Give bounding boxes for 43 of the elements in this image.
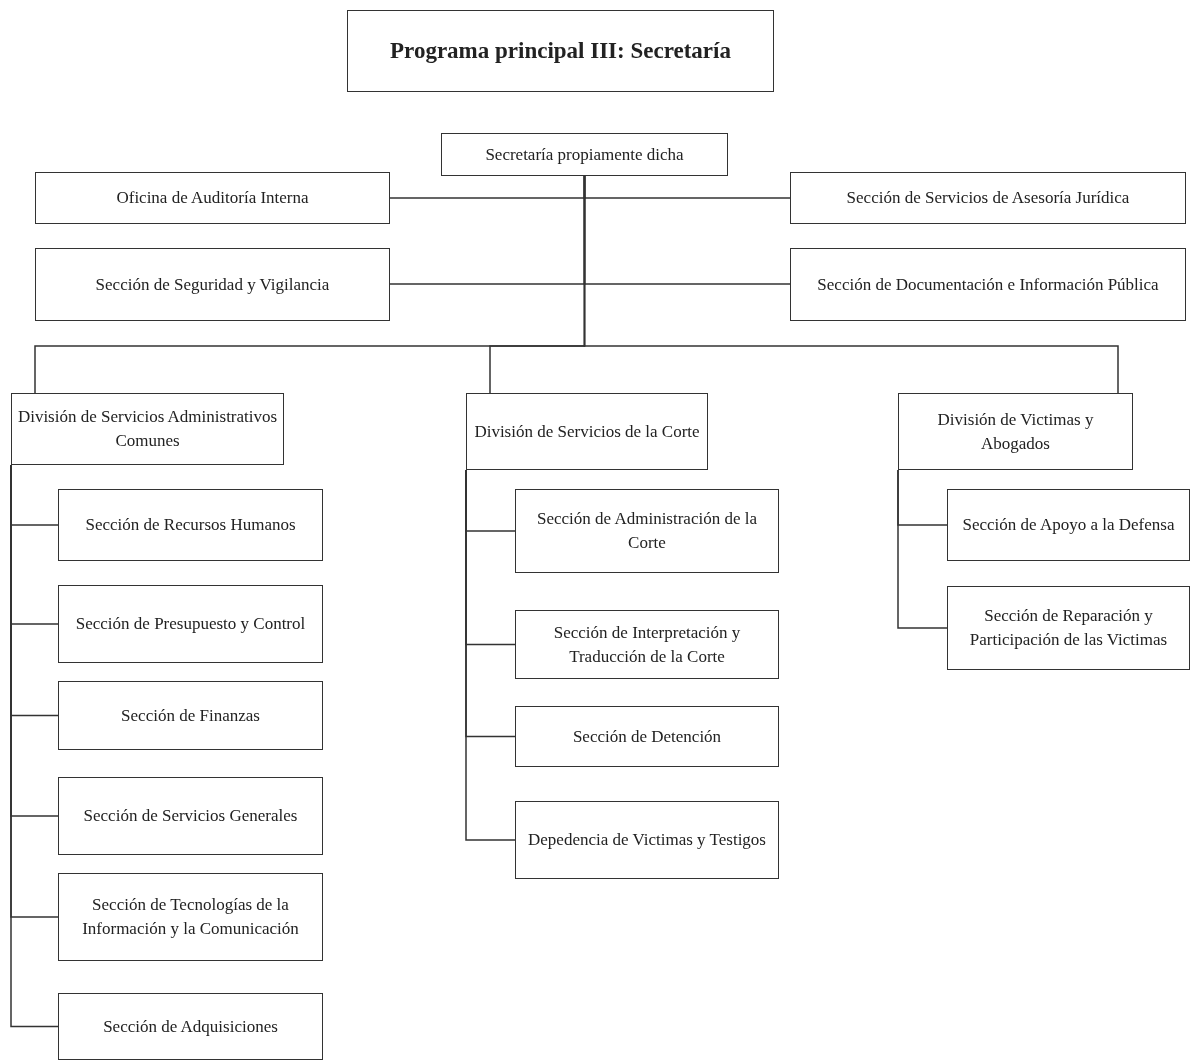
unit-name: Sección de Apoyo a la Defensa: [962, 514, 1175, 537]
unit-name: Sección de Documentación e Información Pública: [817, 273, 1159, 296]
org-box: [58, 873, 323, 961]
org-box: [790, 248, 1186, 321]
unit-name: Sección de Detención: [572, 725, 722, 748]
org-box: [515, 610, 779, 679]
unit-name: Sección de Adquisiciones: [103, 1015, 278, 1038]
unit-name: Sección de Interpretación y Traducción de la Corte: [552, 621, 742, 668]
unit-name: Sección de Finanzas: [121, 704, 260, 727]
org-box: [58, 681, 323, 750]
unit-name: Secretaría propiamente dicha: [485, 143, 684, 166]
org-box: [466, 393, 708, 470]
org-box: [58, 993, 323, 1060]
unit-name: Oficina de Auditoría Interna: [116, 187, 309, 210]
unit-name: Sección de Reparación y Participación de las Victimas: [968, 605, 1169, 651]
org-box: [441, 133, 728, 176]
org-box: [515, 801, 779, 879]
unit-name: Sección de Presupuesto y Control: [75, 613, 306, 636]
unit-name: División de Victimas y Abogados: [936, 408, 1095, 455]
unit-name: Sección de Administración de la Corte: [536, 508, 758, 554]
org-box: [947, 489, 1190, 561]
org-box: [790, 172, 1186, 224]
org-box: [947, 586, 1190, 670]
unit-name: Sección de Tecnologías de la Información y la Comunicación: [81, 894, 300, 940]
unit-name: Sección de Servicios Generales: [83, 805, 298, 828]
unit-name: Sección de Servicios de Asesoría Jurídica: [846, 187, 1130, 210]
unit-name: Sección de Seguridad y Vigilancia: [95, 273, 330, 296]
org-box: [58, 585, 323, 663]
unit-name: Depedencia de Victimas y Testigos: [528, 829, 766, 852]
org-box: [58, 777, 323, 855]
unit-name: División de Servicios de la Corte: [474, 420, 700, 443]
org-box: [11, 393, 284, 465]
org-box: [515, 706, 779, 767]
org-box: [58, 489, 323, 561]
unit-name: Sección de Recursos Humanos: [85, 514, 296, 537]
connector-line: [583, 175, 1119, 394]
connector-line: [897, 469, 948, 629]
title-box: Programa principal III: Secretaría: [347, 10, 774, 92]
org-box: [35, 248, 390, 321]
org-box: [898, 393, 1133, 470]
unit-name: División de Servicios Administrativos Comunes: [16, 406, 279, 452]
org-box: [35, 172, 390, 224]
org-box: [515, 489, 779, 573]
